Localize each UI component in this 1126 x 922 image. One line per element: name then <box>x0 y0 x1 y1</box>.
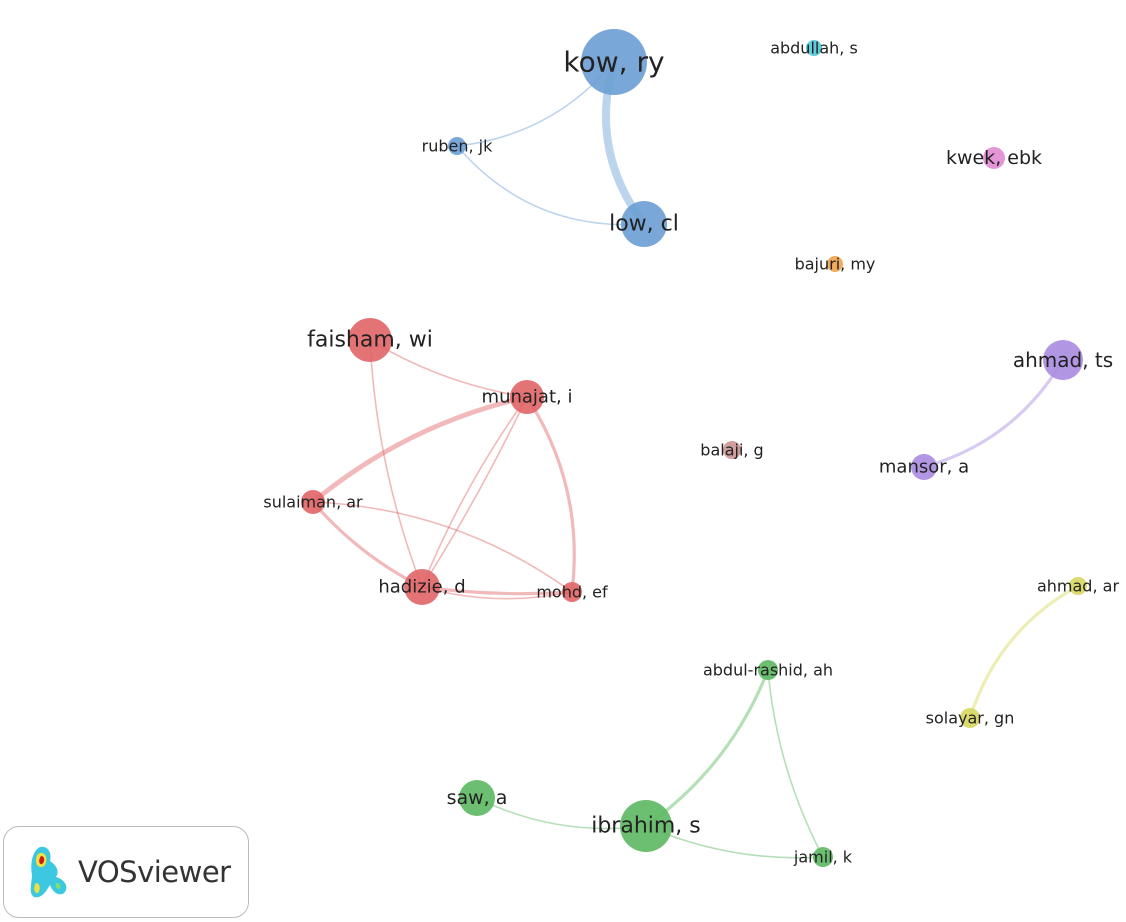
node-label-abdullah[interactable]: abdullah, s <box>770 39 858 58</box>
labels-layer: kow, ry abdullah, s ruben, jk kwek, ebk low,… <box>263 39 1119 867</box>
node-ruben[interactable] <box>448 137 466 155</box>
node-label-saw[interactable]: saw, a <box>447 787 508 809</box>
link-abdulrashid-jamil[interactable] <box>767 669 824 858</box>
node-label-low[interactable]: low, cl <box>609 212 679 237</box>
vosviewer-logo-text: VOSviewer <box>78 855 231 889</box>
node-label-hadizie[interactable]: hadizie, d <box>378 577 465 598</box>
node-ahmadts[interactable] <box>1043 340 1083 380</box>
node-label-balaji[interactable]: balaji, g <box>700 441 763 460</box>
node-label-solayar[interactable]: solayar, gn <box>926 709 1015 728</box>
node-label-ahmadar[interactable]: ahmad, ar <box>1037 577 1119 596</box>
node-label-kwek[interactable]: kwek, ebk <box>946 147 1042 169</box>
vosviewer-logo-icon <box>30 846 67 898</box>
node-label-ahmadts[interactable]: ahmad, ts <box>1013 348 1113 372</box>
node-munajat[interactable] <box>510 380 544 414</box>
node-sulaiman[interactable] <box>301 490 325 514</box>
link-ahmadar-solayar[interactable] <box>968 584 1079 719</box>
node-label-faisham[interactable]: faisham, wi <box>307 328 433 353</box>
node-solayar[interactable] <box>960 708 980 728</box>
node-ibrahim[interactable] <box>620 800 672 852</box>
node-jamil[interactable] <box>813 847 833 867</box>
node-hadizie[interactable] <box>404 569 440 605</box>
node-ahmadar[interactable] <box>1069 577 1087 595</box>
link-munajat-hadizie[interactable] <box>421 396 528 588</box>
node-saw[interactable] <box>459 780 495 816</box>
link-sulaiman-mohd[interactable] <box>312 501 573 593</box>
node-kow[interactable] <box>581 29 647 95</box>
node-kwek[interactable] <box>983 147 1005 169</box>
link-ahmadts-mansor[interactable] <box>923 359 1065 469</box>
link-munajat-mohd[interactable] <box>525 396 576 593</box>
link-munajat-sulaiman[interactable] <box>311 394 528 504</box>
nodes-layer <box>301 29 1087 867</box>
node-label-kow[interactable]: kow, ry <box>563 46 664 79</box>
link-faisham-hadizie[interactable] <box>369 339 423 588</box>
node-label-mansor[interactable]: mansor, a <box>879 457 969 478</box>
node-label-abdulrashid[interactable]: abdul-rashid, ah <box>703 661 833 680</box>
node-label-sulaiman[interactable]: sulaiman, ar <box>263 493 363 512</box>
link-munajat-hadizie[interactable] <box>421 396 528 588</box>
node-faisham[interactable] <box>348 318 392 362</box>
node-mansor[interactable] <box>911 454 937 480</box>
node-bajuri[interactable] <box>827 256 843 272</box>
node-balaji[interactable] <box>723 441 741 459</box>
node-mohd[interactable] <box>562 582 582 602</box>
node-low[interactable] <box>621 201 667 247</box>
link-abdulrashid-ibrahim[interactable] <box>645 669 770 828</box>
node-abdullah[interactable] <box>806 40 822 56</box>
link-ruben-low[interactable] <box>456 145 645 226</box>
node-label-jamil[interactable]: jamil, k <box>793 848 853 867</box>
node-label-mohd[interactable]: mohd, ef <box>536 583 608 602</box>
node-label-ibrahim[interactable]: ibrahim, s <box>591 814 701 839</box>
node-label-munajat[interactable]: munajat, i <box>482 387 573 408</box>
node-label-bajuri[interactable]: bajuri, my <box>795 255 876 274</box>
vosviewer-logo: VOSviewer <box>3 826 249 918</box>
node-label-ruben[interactable]: ruben, jk <box>422 137 493 156</box>
node-abdulrashid[interactable] <box>758 660 778 680</box>
